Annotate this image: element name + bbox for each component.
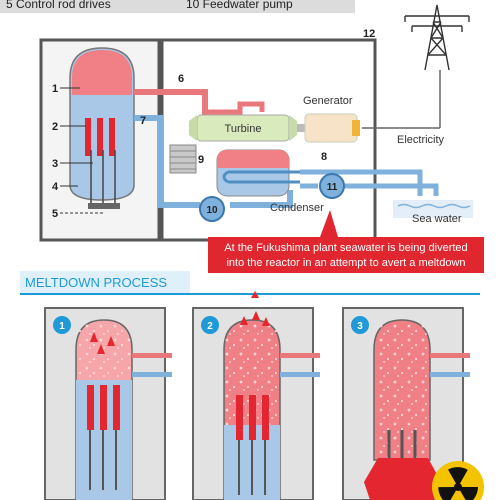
label-number-1: 1 [52,83,58,95]
seawater-intake [344,183,439,196]
condenser [216,149,300,197]
label-number-5: 5 [52,208,58,220]
legend-bar: 5 Control rod drives 10 Feedwater pump [0,0,355,13]
turbine [189,114,297,142]
legend-item-feedwater-pump: 10 Feedwater pump [186,0,293,11]
label-number-10: 10 [206,205,218,216]
pylon-icon [404,4,470,71]
label-number-2: 2 [52,121,58,133]
label-number-7: 7 [140,115,146,127]
callout-box [208,237,484,273]
generator-label: Generator [303,95,353,107]
feedwater-pump-icon [199,196,225,222]
reactor-vessel [69,47,135,209]
label-number-4: 4 [52,181,59,193]
meltdown-panel-1 [44,307,172,500]
seawater-pump-icon [319,173,345,199]
condenser-label: Condenser [270,202,324,214]
radiation-warning-icon [432,461,484,500]
label-number-6: 6 [178,73,184,85]
sea-water-label: Sea water [412,213,462,225]
label-number-8: 8 [321,151,327,163]
meltdown-title: MELTDOWN PROCESS [25,275,167,290]
meltdown-title-bg [20,271,190,294]
step-badge-2 [201,316,219,334]
label-number-11: 11 [327,182,338,193]
step-badge-3 [351,316,369,334]
callout-leaders [60,87,105,214]
callout-line-2: into the reactor in an attempt to avert … [226,257,465,269]
meltdown-panel-2 [192,291,320,500]
step-number-2: 2 [207,321,213,332]
generator [304,113,360,143]
label-number-12: 12 [363,28,375,40]
callout-pointer [320,210,338,237]
heat-exchanger [169,144,197,174]
electricity-label: Electricity [397,134,445,146]
legend-item-control-rod-drives: 5 Control rod drives [6,0,111,11]
shaft [297,124,305,132]
meltdown-title-rule [20,293,480,295]
callout-line-1: At the Fukushima plant seawater is being… [224,242,467,254]
feedwater-pipe [134,115,200,208]
label-number-3: 3 [52,158,58,170]
turbine-label: Turbine [225,123,262,135]
step-badge-1 [53,316,71,334]
step-number-3: 3 [357,321,363,332]
step-number-1: 1 [59,321,65,332]
label-number-9: 9 [198,154,204,166]
